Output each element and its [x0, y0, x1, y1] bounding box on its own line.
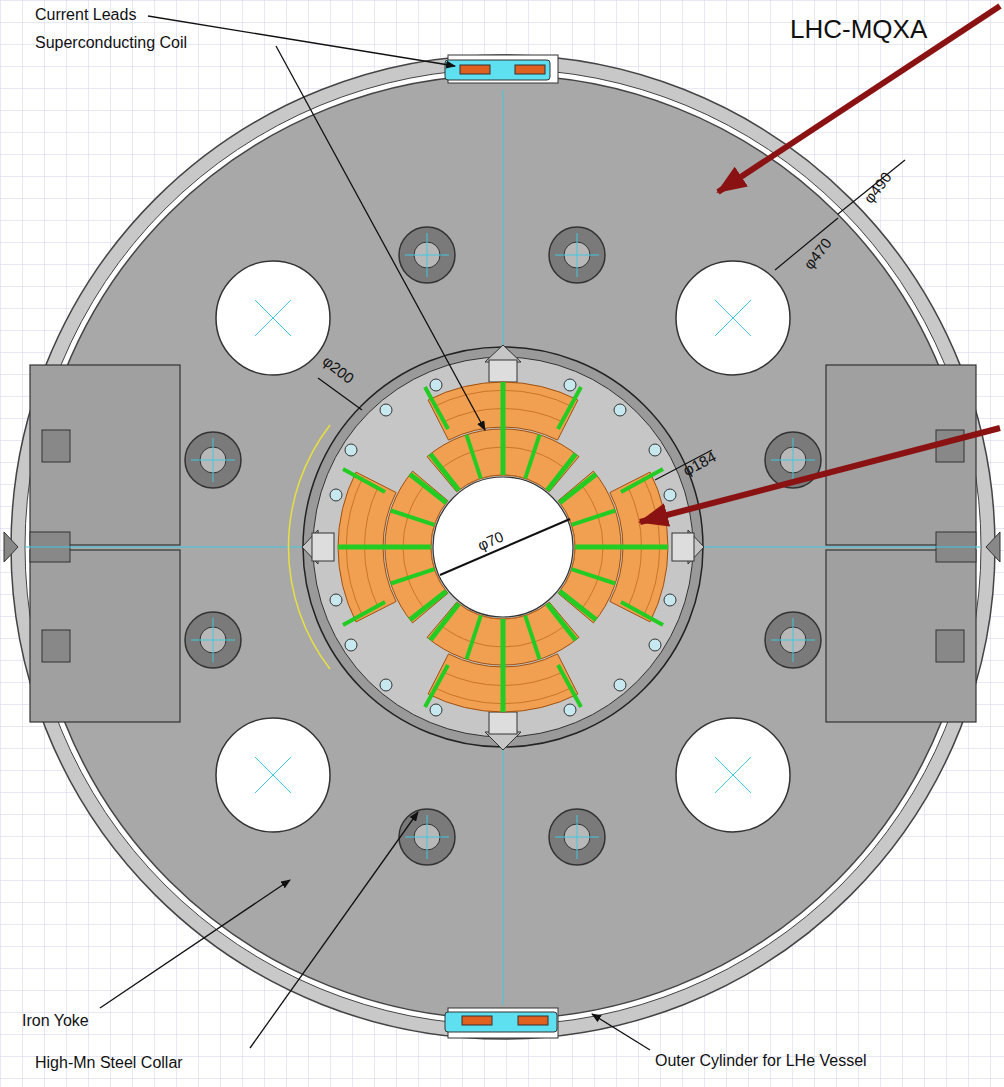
part-name: Superconducting Coil — [35, 34, 187, 52]
part-name: Current Leads — [35, 6, 136, 24]
part-name: Outer Cylinder for LHe Vessel — [655, 1052, 867, 1070]
magnet-title: LHC-MQXA — [790, 14, 927, 45]
part-name: Iron Yoke — [22, 1012, 89, 1030]
part-name: High-Mn Steel Collar — [35, 1054, 183, 1072]
